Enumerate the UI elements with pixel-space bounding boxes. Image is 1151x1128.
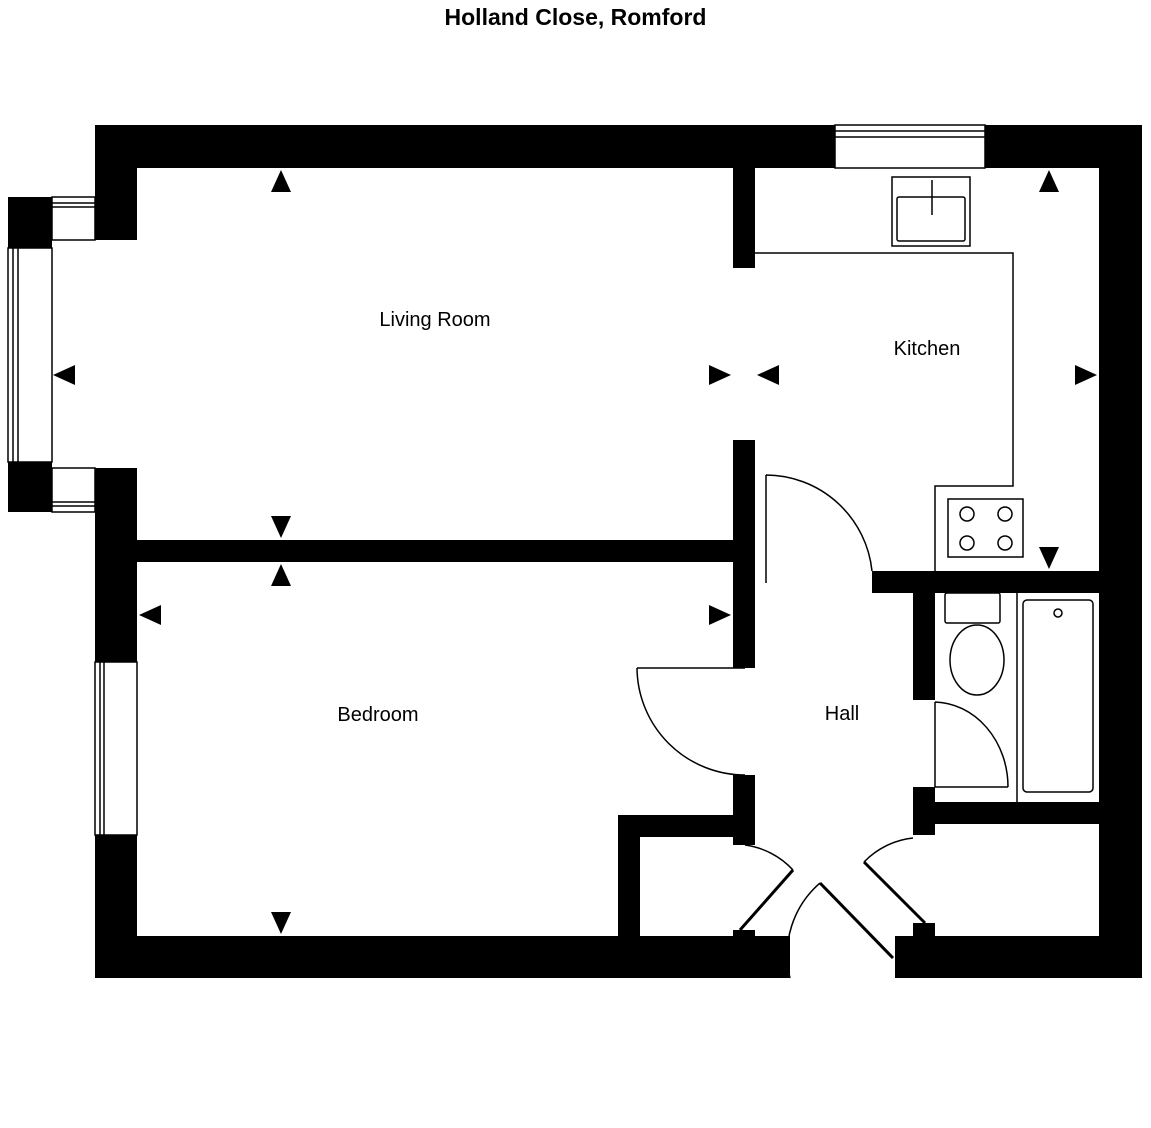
room-label-living-room: Living Room (379, 309, 490, 331)
walls (8, 125, 1142, 978)
room-label-bedroom: Bedroom (337, 704, 418, 726)
toilet-cistern-icon (944, 592, 1001, 624)
room-label-kitchen: Kitchen (894, 338, 961, 360)
bath-icon (1022, 599, 1094, 793)
bathroom-fittings (944, 592, 1094, 802)
kitchen-fittings (755, 176, 1024, 571)
doors (636, 474, 1009, 979)
sink-icon (891, 176, 971, 247)
dimension-arrows (53, 170, 1097, 934)
room-label-hall: Hall (825, 703, 859, 725)
windows (7, 124, 986, 836)
toilet-icon (949, 624, 1005, 696)
plan-title: Holland Close, Romford (444, 4, 707, 30)
hob-icon (947, 498, 1024, 558)
